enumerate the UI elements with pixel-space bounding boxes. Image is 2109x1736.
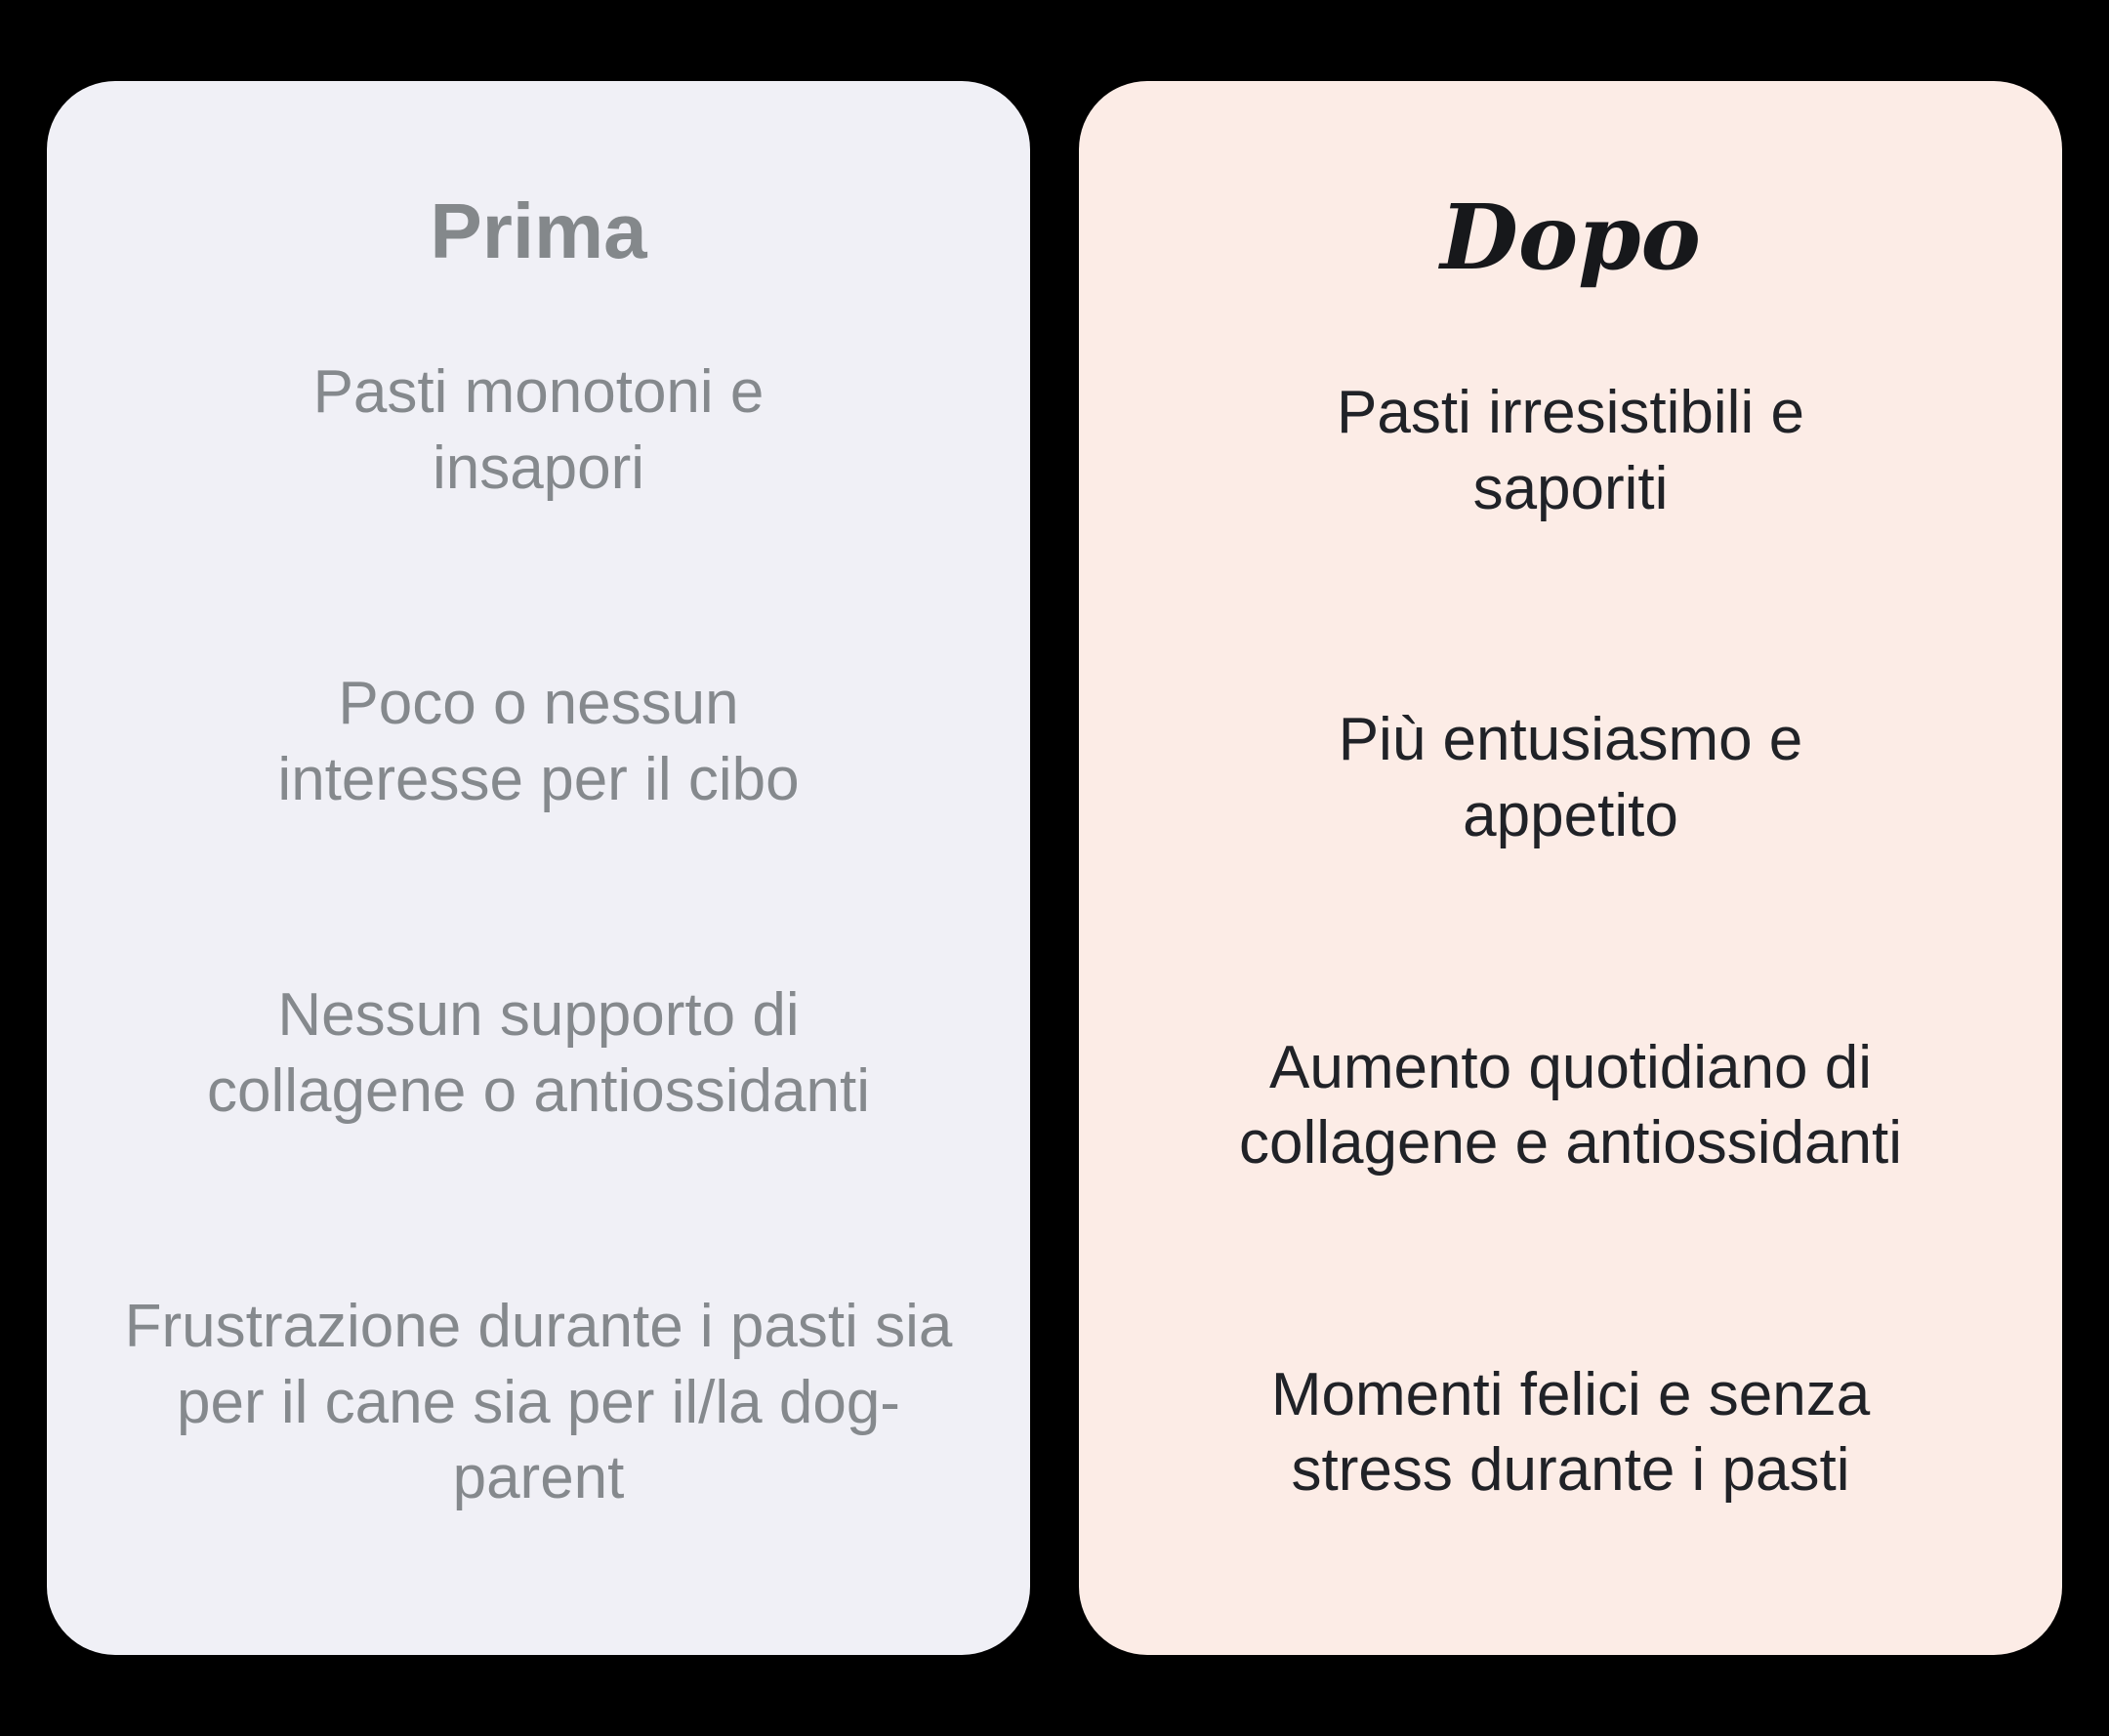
after-card-title: Dopo [1440, 185, 1701, 290]
before-item-2: Poco o nessun interesse per il cibo [277, 670, 800, 813]
before-item-1: Pasti monotoni e insapori [312, 358, 765, 502]
before-item-3: Nessun supporto di collagene o antiossid… [206, 981, 871, 1125]
before-card: Prima Pasti monotoni e insapori Poco o n… [47, 81, 1030, 1655]
before-card-items: Pasti monotoni e insapori Poco o nessun … [86, 274, 991, 1596]
after-card: Dopo Pasti irresistibili e saporiti Più … [1079, 81, 2062, 1655]
before-item-4: Frustrazione durante i pasti sia per il … [124, 1293, 953, 1512]
before-card-title: Prima [430, 187, 647, 274]
after-item-3: Aumento quotidiano di collagene e antios… [1238, 1033, 1903, 1178]
after-item-2: Più entusiasmo e appetito [1338, 706, 1803, 849]
after-item-1: Pasti irresistibili e saporiti [1337, 379, 1804, 522]
after-card-items: Pasti irresistibili e saporiti Più entus… [1118, 287, 2023, 1596]
after-item-4: Momenti felici e senza stress durante i … [1270, 1360, 1871, 1505]
